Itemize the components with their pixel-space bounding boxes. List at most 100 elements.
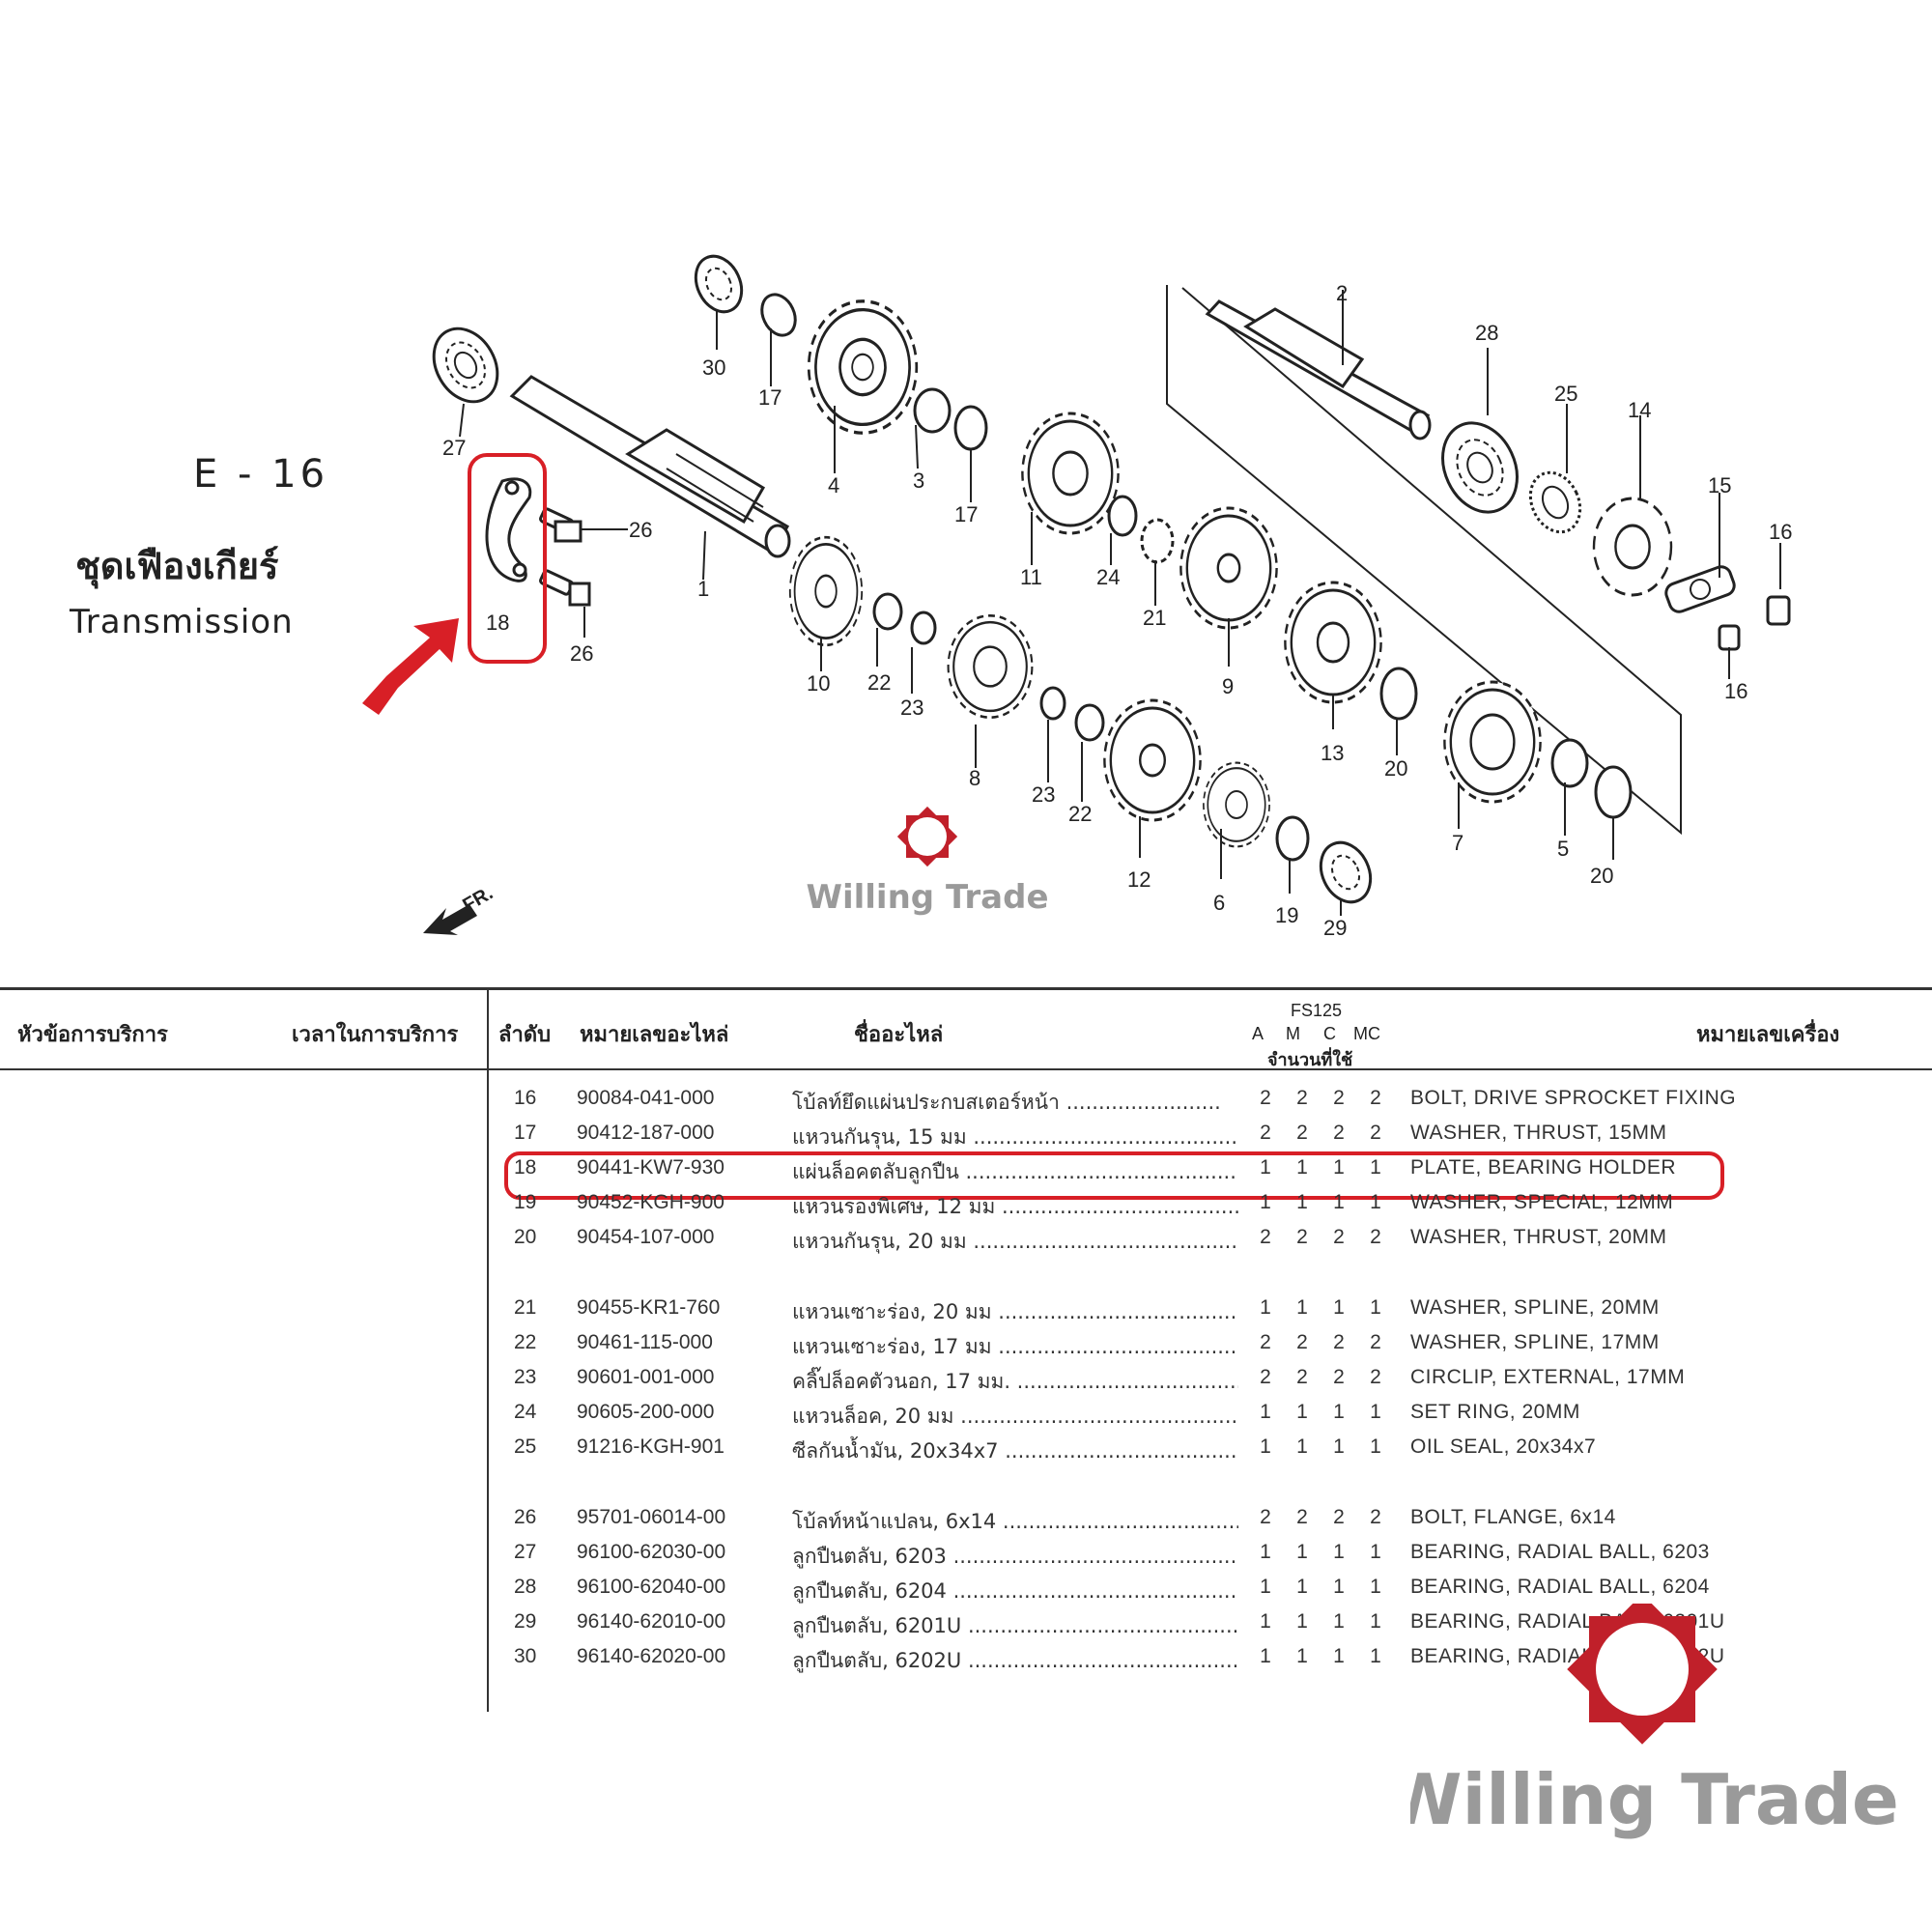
- washer-19-icon: [1275, 815, 1310, 862]
- callout-8: 8: [969, 766, 980, 790]
- gear-8-icon: [947, 614, 1034, 719]
- row-index: 16: [514, 1087, 537, 1109]
- row-qty-mc: 2: [1370, 1122, 1381, 1144]
- callout-20a: 20: [1384, 756, 1407, 781]
- row-qty-m: 1: [1296, 1645, 1308, 1667]
- row-qty-a: 2: [1260, 1087, 1271, 1109]
- row-qty-c: 1: [1333, 1191, 1345, 1213]
- gear-11-icon: [1020, 412, 1121, 535]
- row-qty-m: 1: [1296, 1191, 1308, 1213]
- row-qty-mc: 1: [1370, 1401, 1381, 1423]
- row-part-number: 95701-06014-00: [577, 1506, 726, 1528]
- willing-trade-watermark-large: Willing Trade: [1410, 1604, 1899, 1840]
- row-qty-m: 1: [1296, 1610, 1308, 1633]
- row-part-name-thai: คลิ๊ปล็อคตัวนอก, 17 มม. ................…: [792, 1370, 1238, 1393]
- callout-22b: 22: [1068, 802, 1092, 826]
- col-header-part-number: หมายเลขอะไหล่: [580, 1023, 729, 1047]
- row-qty-m: 1: [1296, 1296, 1308, 1319]
- row-qty-m: 2: [1296, 1226, 1308, 1248]
- callout-20b: 20: [1590, 864, 1613, 888]
- transmission-exploded-diagram: 1 2 3 4 5 6 7 8 9 10 11 12 13 14 15 16 1…: [362, 254, 1792, 940]
- row-index: 28: [514, 1576, 537, 1598]
- row-part-name-english: BEARING, RADIAL BALL, 6203: [1410, 1541, 1710, 1563]
- drive-sprocket-14-icon: [1592, 497, 1673, 597]
- mainshaft-1-icon: [509, 375, 791, 558]
- table-row: 26 95701-06014-00 โบ้ลท์หน้าแปลน, 6x14 ...…: [502, 1506, 1758, 1539]
- row-qty-m: 1: [1296, 1435, 1308, 1458]
- leader-lines: [459, 290, 1781, 916]
- set-ring-24-icon: [1107, 495, 1138, 537]
- row-qty-m: 2: [1296, 1122, 1308, 1144]
- callout-26a: 26: [629, 518, 652, 542]
- row-part-number: 96140-62020-00: [577, 1645, 726, 1667]
- spline-washer-21-icon: [1140, 518, 1175, 564]
- gear-13-icon: [1283, 581, 1383, 704]
- callout-26b: 26: [570, 641, 593, 666]
- callout-16b: 16: [1724, 679, 1747, 703]
- row-part-name-thai: ลูกปืนตลับ, 6202U ......................…: [792, 1649, 1238, 1672]
- callout-25: 25: [1554, 382, 1577, 406]
- row-index: 23: [514, 1366, 537, 1388]
- row-part-name-english: WASHER, SPLINE, 17MM: [1410, 1331, 1660, 1353]
- front-direction-arrow-icon: [423, 904, 477, 935]
- bearing-27-icon: [432, 327, 499, 404]
- row-qty-mc: 2: [1370, 1366, 1381, 1388]
- row-qty-m: 1: [1296, 1401, 1308, 1423]
- row-part-number: 90461-115-000: [577, 1331, 713, 1353]
- row-index: 30: [514, 1645, 537, 1667]
- callout-4: 4: [828, 473, 839, 497]
- row-index: 27: [514, 1541, 537, 1563]
- row-qty-mc: 2: [1370, 1226, 1381, 1248]
- row-part-name-thai: โบ้ลท์ยึดแผ่นประกบสเตอร์หน้า ...........…: [792, 1091, 1221, 1114]
- row-qty-a: 1: [1260, 1541, 1271, 1563]
- callout-3: 3: [913, 469, 924, 493]
- col-header-service-time: เวลาในการบริการ: [292, 1023, 459, 1047]
- row-part-number: 90441-KW7-930: [577, 1156, 724, 1179]
- row-qty-m: 1: [1296, 1156, 1308, 1179]
- callout-22a: 22: [867, 670, 891, 695]
- col-header-variant-m: M: [1286, 1024, 1300, 1043]
- row-qty-mc: 1: [1370, 1541, 1381, 1563]
- callout-5: 5: [1557, 837, 1569, 861]
- row-index: 26: [514, 1506, 537, 1528]
- row-part-name-thai: แหวนกันรุน, 20 มม ......................…: [792, 1230, 1238, 1253]
- row-part-name-thai: แหวนเซาะร่อง, 20 มม ....................…: [792, 1300, 1238, 1323]
- callout-24: 24: [1096, 565, 1120, 589]
- row-qty-c: 2: [1333, 1331, 1345, 1353]
- col-header-part-name: ชื่ออะไหล่: [854, 1023, 944, 1047]
- row-part-name-thai: แหวนกันรุน, 15 มม ......................…: [792, 1125, 1238, 1149]
- sprocket-bolt-16-icon: [1718, 595, 1791, 651]
- callout-7: 7: [1452, 831, 1463, 855]
- circlip-23b-icon: [1039, 686, 1066, 721]
- callout-2: 2: [1336, 281, 1348, 305]
- row-part-name-thai: แหวนเซาะร่อง, 17 มม ....................…: [792, 1335, 1238, 1358]
- row-qty-m: 1: [1296, 1541, 1308, 1563]
- row-part-name-thai: แผ่นล็อคตลับลูกปืน .....................…: [792, 1160, 1238, 1183]
- highlight-box-part-18: [468, 453, 547, 664]
- row-part-name-english: CIRCLIP, EXTERNAL, 17MM: [1410, 1366, 1686, 1388]
- gear-7-icon: [1442, 680, 1543, 804]
- table-header-rule: [0, 1068, 1932, 1070]
- row-part-number: 96100-62040-00: [577, 1576, 726, 1598]
- row-qty-mc: 1: [1370, 1576, 1381, 1598]
- willing-trade-watermark-small: Willing Trade: [806, 878, 1048, 917]
- col-header-variant-a: A: [1252, 1024, 1264, 1043]
- row-part-name-english: BOLT, FLANGE, 6x14: [1410, 1506, 1616, 1528]
- page-title-thai: ชุดเฟืองเกียร์: [75, 545, 279, 587]
- countershaft-2-icon: [1205, 299, 1432, 440]
- row-part-name-english: OIL SEAL, 20x34x7: [1410, 1435, 1597, 1458]
- row-part-name-english: WASHER, SPECIAL, 12MM: [1410, 1191, 1674, 1213]
- table-top-rule: [0, 987, 1932, 990]
- row-part-name-thai: โบ้ลท์หน้าแปลน, 6x14 ...................…: [792, 1510, 1238, 1533]
- callout-13: 13: [1321, 741, 1344, 765]
- row-qty-a: 1: [1260, 1296, 1271, 1319]
- callout-11: 11: [1020, 565, 1042, 589]
- col-header-model: FS125: [1291, 1001, 1343, 1020]
- row-part-name-thai: แหวนรองพิเศษ, 12 มม ....................…: [792, 1195, 1238, 1218]
- fixing-plate-15-icon: [1664, 565, 1736, 613]
- bearing-29-icon: [1319, 840, 1373, 904]
